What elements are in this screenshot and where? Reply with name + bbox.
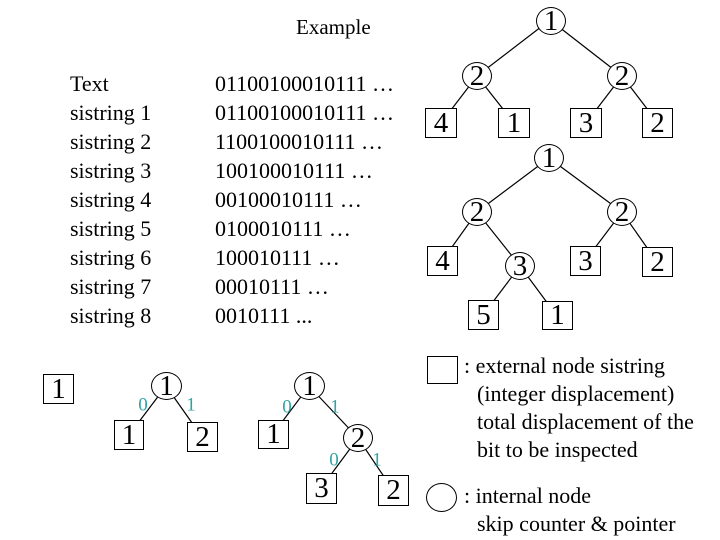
internal-node-icon <box>426 483 457 512</box>
lower-tree-external-node: 2 <box>642 247 673 277</box>
legend-line: total displacement of the <box>477 409 694 434</box>
table-row: sistring 1 01100100010111 … <box>70 98 394 127</box>
table-row: sistring 2 1100100010111 … <box>70 127 394 156</box>
legend-external-node: : external node sistring (integer displa… <box>464 352 694 464</box>
row-value: 100010111 … <box>215 245 340 270</box>
row-label: sistring 4 <box>70 187 152 212</box>
upper-tree-external-node: 1 <box>498 108 530 138</box>
table-row: sistring 8 0010111 ... <box>70 301 394 330</box>
lower-tree-external-node: 4 <box>427 246 458 276</box>
table-row: sistring 3 100100010111 … <box>70 156 394 185</box>
row-value: 0010111 ... <box>215 303 313 328</box>
legend-line: skip counter & pointer <box>477 511 676 536</box>
upper-tree-left-internal-node: 2 <box>462 61 492 90</box>
step3-edge-bit-label: 0 <box>329 449 339 471</box>
row-value: 1100100010111 … <box>215 129 384 154</box>
lower-tree-external-node: 5 <box>468 300 499 330</box>
step3-edge-bit-label: 1 <box>372 449 382 471</box>
step2-edge-bit-label: 1 <box>186 394 196 416</box>
row-value: 100100010111 … <box>215 158 373 183</box>
step2-external-node: 1 <box>114 420 144 450</box>
table-row: sistring 6 100010111 … <box>70 243 394 272</box>
sistring-table: Text 01100100010111 … sistring 1 011001000… <box>70 69 394 330</box>
row-value: 01100100010111 … <box>215 71 395 96</box>
legend-line: : internal node <box>464 483 592 508</box>
step3-root-internal-node: 1 <box>294 371 325 400</box>
step2-external-node: 2 <box>187 422 218 452</box>
upper-tree-external-node: 3 <box>570 108 602 138</box>
upper-tree-root-internal-node: 1 <box>536 6 566 35</box>
edge-line <box>476 19 551 77</box>
upper-tree-right-internal-node: 2 <box>607 61 637 90</box>
step3-external-node: 1 <box>258 420 289 449</box>
table-row: Text 01100100010111 … <box>70 69 394 98</box>
table-row: sistring 5 0100010111 … <box>70 214 394 243</box>
row-label: sistring 5 <box>70 216 152 241</box>
lower-tree-left-internal-node: 2 <box>462 197 492 226</box>
row-value: 00010111 … <box>215 274 329 299</box>
step3-edge-bit-label: 1 <box>330 396 340 418</box>
step3-sub-internal-node: 2 <box>343 423 373 452</box>
lower-tree-external-node: 3 <box>570 246 601 276</box>
lower-tree-root-internal-node: 1 <box>534 143 564 172</box>
legend-internal-node: : internal node skip counter & pointer <box>464 482 676 538</box>
lower-tree-right-internal-node: 2 <box>607 197 637 226</box>
legend-line: (integer displacement) <box>477 381 675 406</box>
slide-title: Example <box>296 15 371 39</box>
step3-external-node: 2 <box>378 475 409 506</box>
upper-tree-external-node: 2 <box>642 108 673 138</box>
step3-edge-bit-label: 0 <box>282 396 292 418</box>
row-label: sistring 8 <box>70 303 152 328</box>
step3-external-node: 3 <box>306 473 337 504</box>
legend-line: bit to be inspected <box>477 437 638 462</box>
row-label: sistring 6 <box>70 245 152 270</box>
upper-tree-external-node: 4 <box>425 108 457 138</box>
lower-tree-external-node: 1 <box>542 301 573 330</box>
row-label: Text <box>70 71 109 96</box>
row-value: 0100010111 … <box>215 216 351 241</box>
step1-external-node: 1 <box>43 374 74 404</box>
lower-tree-sub-internal-node: 3 <box>505 251 535 280</box>
row-label: sistring 2 <box>70 129 152 154</box>
step2-root-internal-node: 1 <box>151 371 182 400</box>
row-label: sistring 3 <box>70 158 152 183</box>
table-row: sistring 7 00010111 … <box>70 272 394 301</box>
row-value: 01100100010111 … <box>215 100 395 125</box>
external-node-icon <box>427 356 458 384</box>
step2-edge-bit-label: 0 <box>138 394 148 416</box>
legend-line: : external node sistring <box>464 353 666 378</box>
row-value: 00100010111 … <box>215 187 362 212</box>
row-label: sistring 7 <box>70 274 152 299</box>
row-label: sistring 1 <box>70 100 152 125</box>
table-row: sistring 4 00100010111 … <box>70 185 394 214</box>
